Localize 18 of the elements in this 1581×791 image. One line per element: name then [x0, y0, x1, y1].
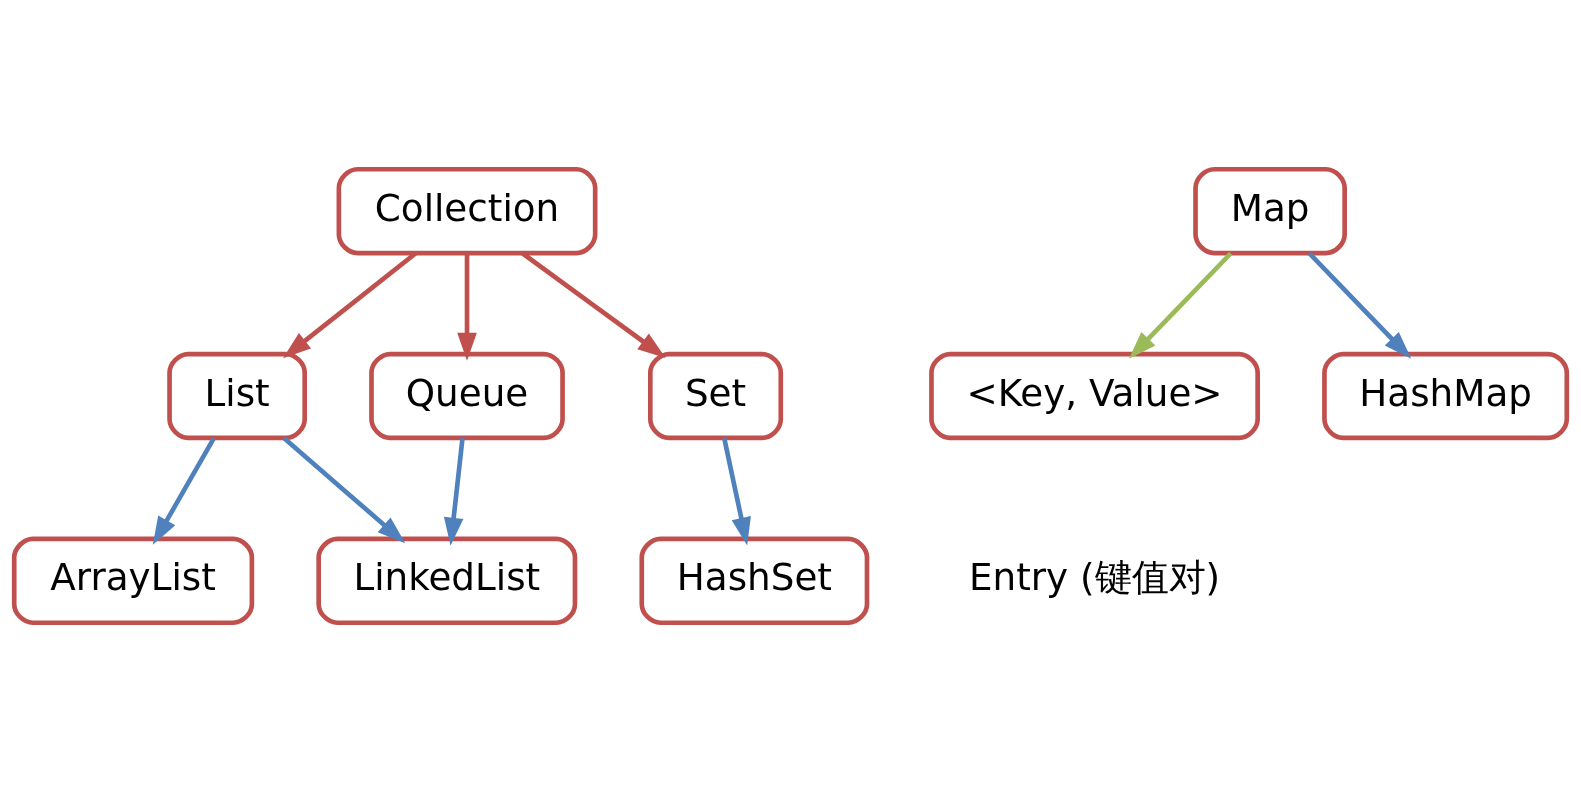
- node-box: List: [167, 351, 308, 440]
- node-box: HashMap: [1322, 351, 1570, 440]
- arrow: [722, 437, 751, 546]
- node-box: ArrayList: [11, 536, 255, 625]
- arrow: [1128, 251, 1233, 359]
- arrow: [457, 253, 477, 361]
- node-box: Set: [647, 351, 784, 440]
- arrow: [152, 436, 216, 545]
- node-box: <Key, Value>: [929, 351, 1260, 440]
- arrow: [282, 436, 406, 543]
- node-label: Entry (键值对): [969, 554, 1221, 599]
- node-box: LinkedList: [316, 536, 578, 625]
- arrow: [443, 437, 465, 546]
- node-box: Map: [1193, 166, 1347, 255]
- node-box: Collection: [336, 166, 598, 255]
- arrow: [1307, 251, 1412, 359]
- node-box: Queue: [369, 351, 565, 440]
- node-box: HashSet: [639, 536, 870, 625]
